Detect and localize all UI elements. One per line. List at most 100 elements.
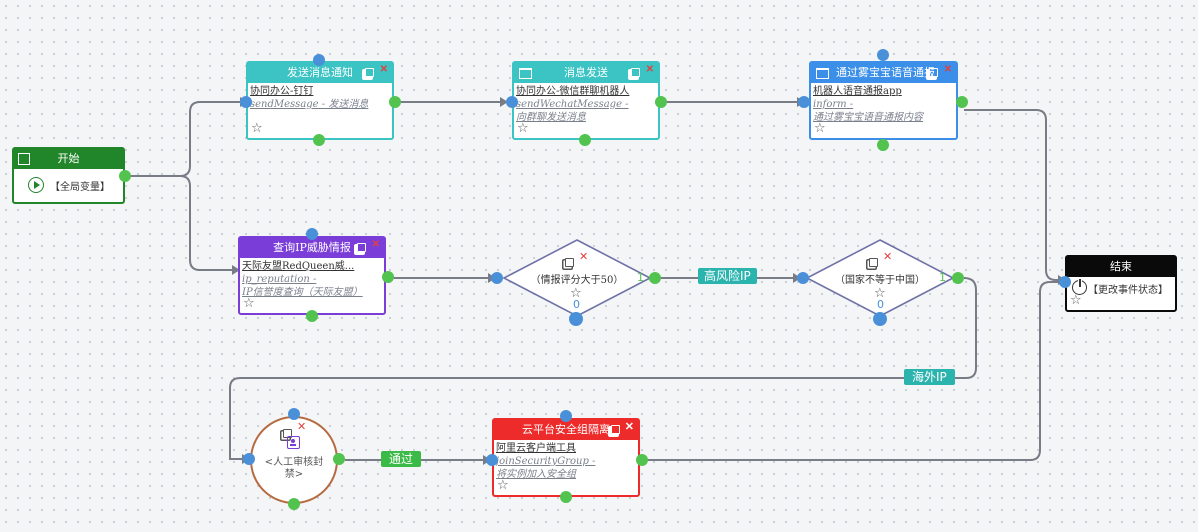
end-node[interactable]: 结束 【更改事件状态】 ☆ — [1065, 255, 1177, 312]
gateway-score-bottom-label: 0 — [573, 298, 580, 311]
gateway-score-node[interactable]: ✕ （情报评分大于50） ☆ — [504, 240, 650, 316]
manual-review-text: <人工审核封禁> — [264, 457, 324, 480]
star-icon[interactable]: ☆ — [251, 121, 263, 136]
gateway-score-in-port[interactable] — [491, 272, 503, 284]
ip-query-out-port[interactable] — [382, 271, 394, 283]
manual-out-port[interactable] — [333, 453, 345, 465]
delete-x-icon[interactable]: ✕ — [297, 420, 307, 433]
window-icon — [816, 68, 829, 79]
edge-to-ip-query — [179, 175, 232, 271]
voice-line3: 通过雾宝宝语音通报内容 — [813, 112, 923, 123]
delete-x-icon[interactable]: ✕ — [624, 420, 634, 433]
manual-bottom-port[interactable] — [288, 498, 300, 510]
edge-label-overseas[interactable]: 海外IP — [904, 369, 955, 385]
end-title: 结束 — [1110, 260, 1132, 273]
send-notify-title: 发送消息通知 — [287, 66, 353, 79]
cloud-line2: joinSecurityGroup - — [496, 456, 596, 467]
voice-line1: 机器人语音通报app — [813, 86, 902, 97]
delete-x-icon[interactable]: ✕ — [883, 250, 893, 263]
star-icon[interactable]: ☆ — [1070, 293, 1082, 308]
msg-send-bottom-port[interactable] — [579, 134, 591, 146]
edge-label-pass[interactable]: 通过 — [381, 451, 422, 467]
gateway-country-text: （国家不等于中国） — [835, 275, 925, 286]
gateway-score-out-label: 1 — [637, 271, 644, 284]
copy-icon[interactable] — [365, 68, 374, 77]
copy-icon[interactable] — [357, 243, 366, 252]
gateway-score-out-port[interactable] — [649, 272, 661, 284]
send-notify-out-port[interactable] — [389, 96, 401, 108]
delete-x-icon[interactable]: ✕ — [579, 250, 589, 263]
msg-send-node[interactable]: 消息发送 ✕ 协同办公-微信群聊机器人 sendWechatMessage - … — [512, 61, 660, 140]
delete-x-icon[interactable]: ✕ — [645, 64, 654, 75]
gateway-country-node[interactable]: ✕ （国家不等于中国） ☆ — [807, 240, 953, 316]
ip-query-title: 查询IP威胁情报 — [273, 241, 351, 254]
voice-out-port[interactable] — [956, 96, 968, 108]
cloud-title: 云平台安全组隔离 — [522, 423, 610, 436]
start-title: 开始 — [57, 152, 80, 165]
cloud-line3: 将实例加入安全组 — [496, 469, 576, 480]
manual-top-port[interactable] — [288, 408, 300, 420]
start-node[interactable]: 开始 【全局变量】 — [12, 147, 125, 204]
voice-top-port[interactable] — [877, 49, 889, 61]
edge-voice-to-end — [964, 109, 1058, 281]
manual-review-node[interactable]: ✕ <人工审核封禁> — [251, 417, 337, 503]
gateway-score-text: （情报评分大于50） — [530, 275, 624, 286]
user-card-icon — [287, 436, 300, 449]
cloud-top-port[interactable] — [560, 410, 572, 422]
gateway-score-bottom-port[interactable] — [569, 312, 583, 326]
voice-in-port[interactable] — [798, 96, 810, 108]
copy-icon[interactable] — [565, 258, 574, 267]
star-icon[interactable]: ☆ — [243, 296, 255, 311]
voice-node[interactable]: 通过雾宝宝语音通报 ✕ 机器人语音通报app inform - 通过雾宝宝语音通… — [809, 61, 958, 140]
msg-send-out-port[interactable] — [655, 96, 667, 108]
star-icon[interactable]: ☆ — [517, 121, 529, 136]
gateway-country-out-port[interactable] — [952, 272, 964, 284]
start-out-port[interactable] — [119, 170, 131, 182]
copy-icon[interactable] — [631, 68, 640, 77]
delete-x-icon[interactable]: ✕ — [943, 64, 952, 75]
cloud-bottom-port[interactable] — [560, 491, 572, 503]
gateway-country-out-label: 1 — [939, 271, 946, 284]
cloud-isolation-node[interactable]: 云平台安全组隔离 ✕ 阿里云客户端工具 joinSecurityGroup - … — [492, 418, 640, 497]
send-notify-bottom-port[interactable] — [313, 134, 325, 146]
msg-send-title: 消息发送 — [564, 66, 608, 79]
cloud-in-port[interactable] — [486, 454, 498, 466]
msg-send-line1: 协同办公-微信群聊机器人 — [516, 86, 630, 97]
ip-query-bottom-port[interactable] — [306, 310, 318, 322]
star-icon[interactable]: ☆ — [874, 286, 886, 301]
copy-icon[interactable] — [611, 425, 620, 434]
delete-x-icon[interactable]: ✕ — [371, 239, 380, 250]
play-circle-icon[interactable] — [28, 177, 44, 193]
ip-query-line1: 天际友盟RedQueen威... — [242, 261, 355, 272]
star-icon[interactable]: ☆ — [497, 478, 509, 493]
send-notify-in-port[interactable] — [240, 96, 252, 108]
ip-query-top-port[interactable] — [306, 228, 318, 240]
gateway-country-in-port[interactable] — [797, 272, 809, 284]
send-notify-line2: sendMessage - 发送消息 — [250, 99, 369, 110]
power-icon[interactable] — [1072, 278, 1087, 295]
manual-in-port[interactable] — [243, 453, 255, 465]
send-notify-node[interactable]: 发送消息通知 ✕ 协同办公-钉钉 sendMessage - 发送消息 ☆ — [246, 61, 394, 140]
copy-icon[interactable] — [929, 68, 938, 77]
send-notify-line1: 协同办公-钉钉 — [250, 86, 314, 97]
copy-icon[interactable] — [869, 258, 878, 267]
voice-bottom-port[interactable] — [877, 139, 889, 151]
end-in-port[interactable] — [1059, 276, 1071, 288]
star-icon[interactable]: ☆ — [570, 286, 582, 301]
edge-label-high-risk[interactable]: 高风险IP — [698, 268, 757, 284]
gateway-country-bottom-label: 0 — [877, 298, 884, 311]
edge-country-to-manual — [229, 277, 977, 460]
window-icon — [519, 68, 532, 79]
cloud-line1: 阿里云客户端工具 — [496, 443, 576, 454]
msg-send-in-port[interactable] — [506, 96, 518, 108]
gateway-country-bottom-port[interactable] — [873, 312, 887, 326]
send-notify-top-port[interactable] — [313, 54, 325, 66]
arrow-msg — [500, 97, 508, 107]
delete-x-icon[interactable]: ✕ — [379, 64, 388, 75]
star-icon[interactable]: ☆ — [814, 121, 826, 136]
msg-send-line3: 向群聊发送消息 — [516, 112, 586, 123]
ip-query-node[interactable]: 查询IP威胁情报 ✕ 天际友盟RedQueen威... ip_reputatio… — [238, 236, 386, 315]
cloud-out-port[interactable] — [636, 454, 648, 466]
voice-line2: inform - — [813, 99, 854, 110]
